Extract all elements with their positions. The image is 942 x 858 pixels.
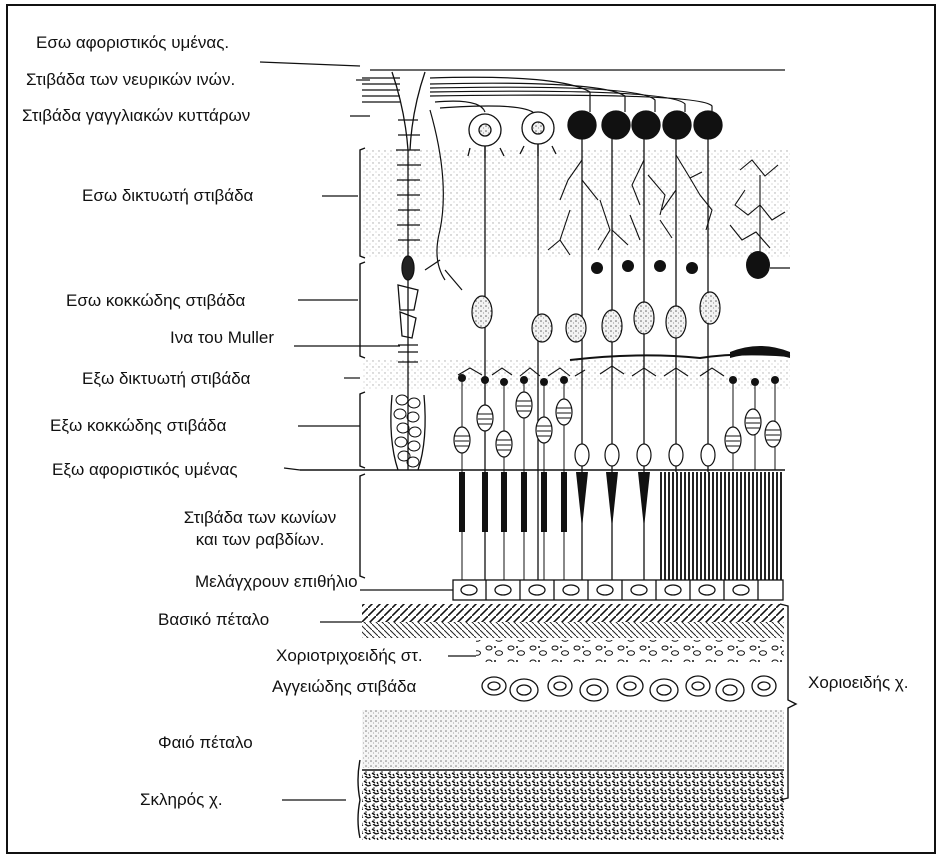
label-outer-nuclear-layer: Εξω κοκκώδης στιβάδα [50,416,226,436]
label-choriocapillaris: Χοριοτριχοειδής στ. [276,646,423,666]
label-pigment-epithelium: Μελάγχρουν επιθήλιο [195,572,358,592]
sclera-layer [362,770,784,840]
cone-nuclei [575,444,715,466]
label-nerve-fiber-layer: Στιβάδα των νευρικών ινών. [26,70,235,90]
label-muller-fiber: Ινα του Muller [170,328,274,348]
label-outer-plexiform-layer: Εξω δικτυωτή στιβάδα [82,369,251,389]
basal-lamina [362,604,784,622]
pigment-epithelium-cells [453,580,783,600]
inner-plexiform-shading [362,150,790,258]
label-suprachoroid-lamina: Φαιό πέταλο [158,733,253,753]
label-rods-cones-line2: και των ραβδίων. [160,530,360,550]
label-sclera: Σκληρός χ. [140,790,223,810]
label-inner-plexiform-layer: Εσω δικτυωτή στιβάδα [82,186,253,206]
suprachoroid-lamina [362,710,784,768]
label-inner-nuclear-layer: Εσω κοκκώδης στιβάδα [66,291,245,311]
dense-rod-block [658,472,783,582]
label-basal-lamina: Βασικό πέταλο [158,610,269,630]
choriocapillaris-layer [476,640,784,662]
label-choroid: Χοριοειδής χ. [808,673,909,693]
rod-outer-segments [459,472,567,532]
label-rods-cones-line1: Στιβάδα των κωνίων [160,508,360,528]
label-inner-limiting-membrane: Εσω αφοριστικός υμένας. [36,33,229,53]
label-outer-limiting-membrane: Εξω αφοριστικός υμένας [52,460,238,480]
horizontal-cell [570,354,790,360]
inner-nuclear-cells [472,292,720,342]
vascular-vessels [482,676,776,701]
choriocapillaris-top [362,622,784,638]
nerve-fiber-lines [362,70,785,114]
label-vascular-layer: Αγγειώδης στιβάδα [272,677,416,697]
label-ganglion-cell-layer: Στιβάδα γαγγλιακών κυττάρων [22,106,250,126]
